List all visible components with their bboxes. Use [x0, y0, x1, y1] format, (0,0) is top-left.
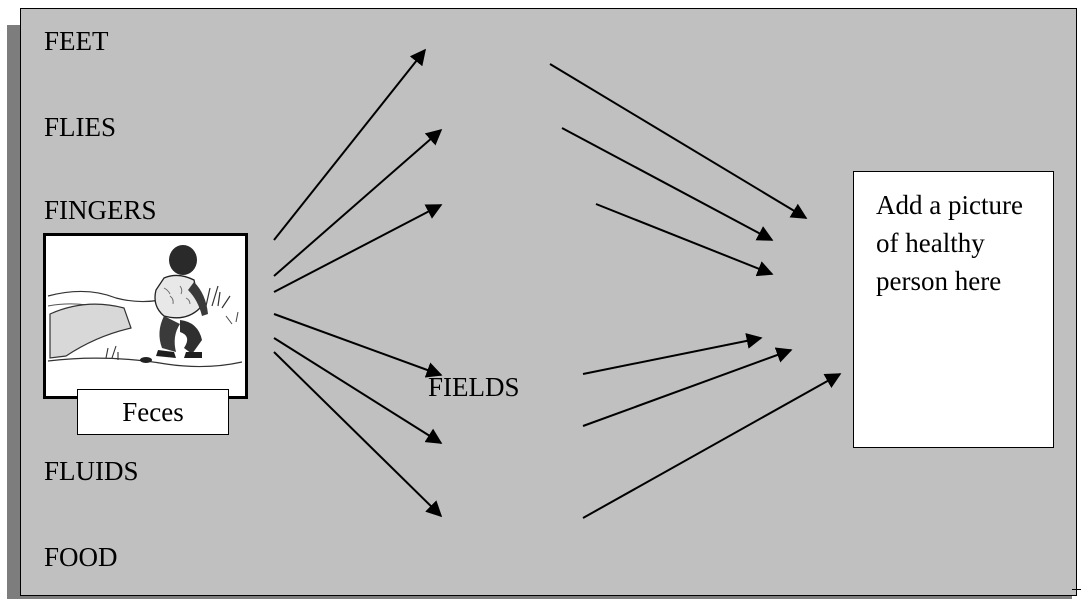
arrow-feet-to-person	[549, 63, 808, 219]
arrow-fingers-to-person	[595, 203, 774, 277]
healthy-person-placeholder: Add a picture of healthy person here	[853, 171, 1054, 448]
label-feet: FEET	[44, 26, 109, 56]
feces-label: Feces	[77, 389, 229, 435]
arrow-feces-to-fingers	[273, 204, 443, 293]
arrow-feces-to-food	[273, 351, 443, 518]
label-flies: FLIES	[44, 112, 117, 142]
arrow-feces-to-fluids	[273, 337, 443, 444]
corner-tick	[1072, 589, 1081, 590]
arrow-fluids-to-person	[582, 347, 793, 427]
arrow-feces-to-fields	[273, 313, 443, 378]
arrow-food-to-person	[582, 373, 842, 519]
feces-illustration	[43, 233, 248, 399]
child-squatting-illustration	[47, 245, 243, 368]
label-fluids: FLUIDS	[44, 456, 139, 486]
arrow-feces-to-flies	[273, 128, 443, 277]
arrow-feces-to-feet	[273, 48, 426, 241]
label-food: FOOD	[44, 542, 118, 572]
arrow-fields-to-person	[582, 333, 763, 375]
label-fields: FIELDS	[428, 372, 520, 402]
arrow-flies-to-person	[561, 127, 774, 241]
label-fingers: FINGERS	[44, 195, 157, 225]
